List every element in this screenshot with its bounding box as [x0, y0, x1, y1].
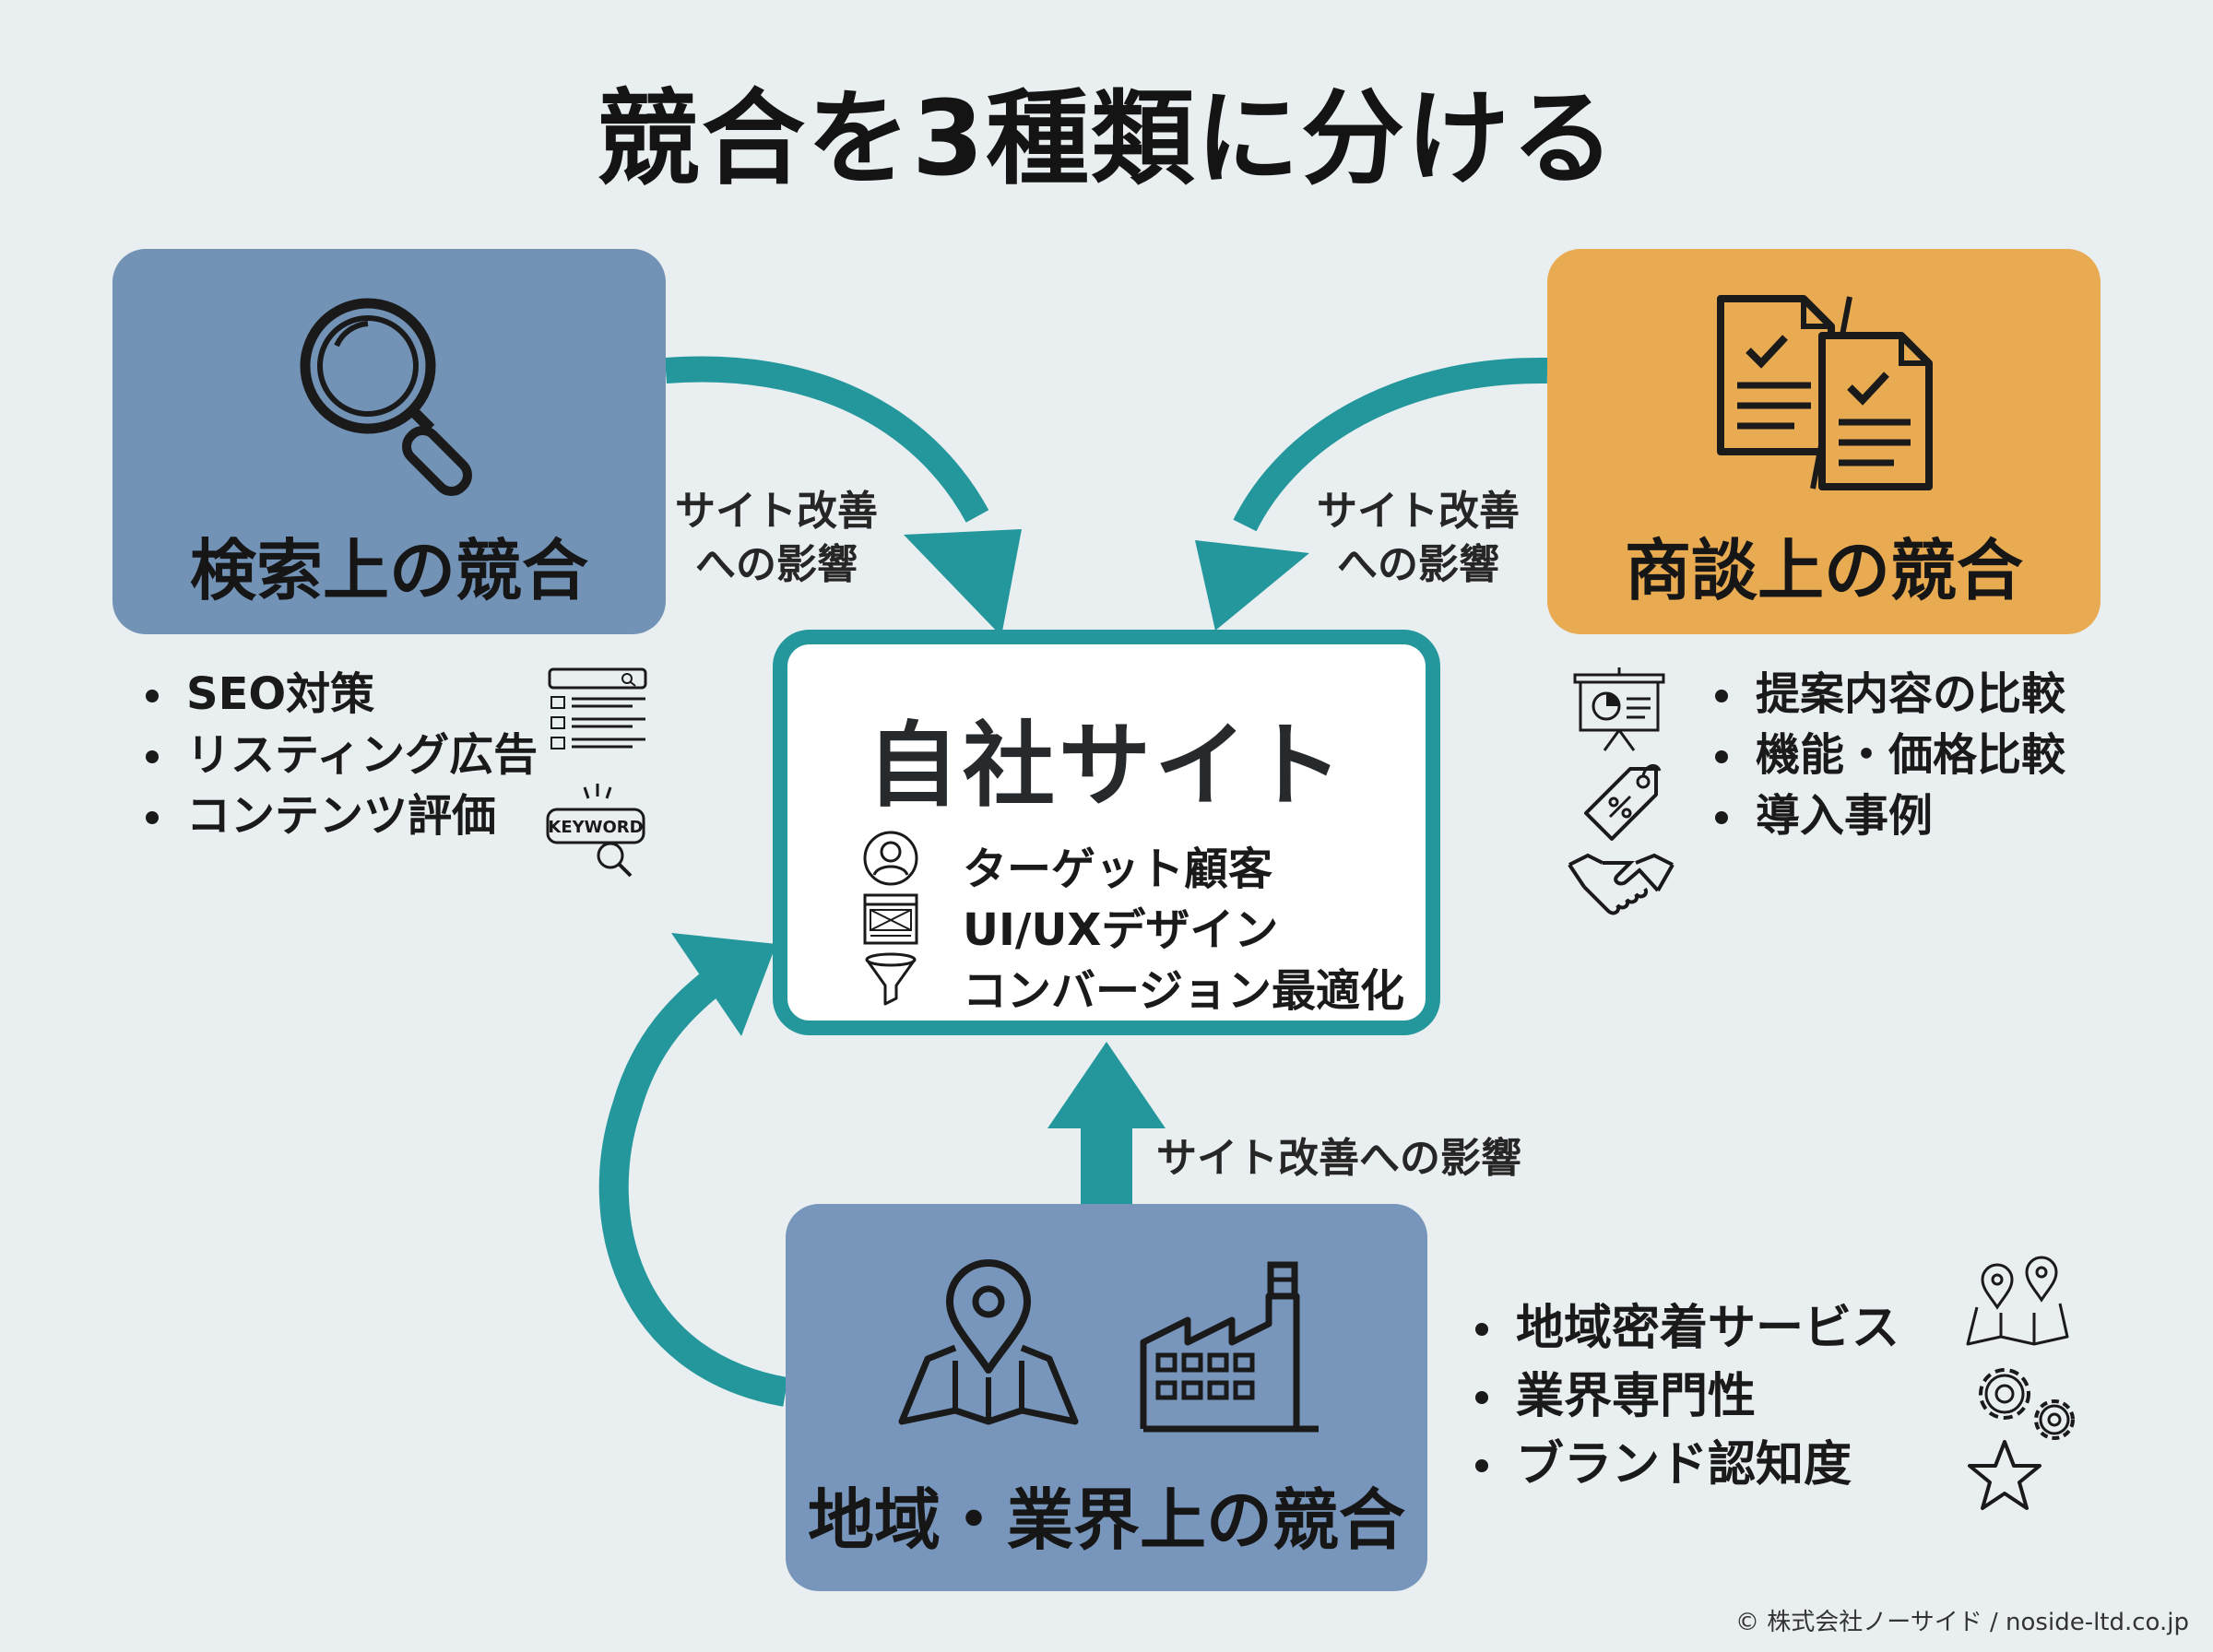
arrow-label-line: への影響	[1337, 541, 1499, 588]
own-site-item-conversion: コンバージョン最適化	[963, 965, 1405, 1017]
handshake-icon	[1568, 853, 1675, 915]
arrow-label-line: サイト改善	[675, 488, 878, 535]
local-competitor-box: 地域・業界上の競合	[786, 1204, 1427, 1591]
own-site-item-uiux: UI/UXデザイン	[963, 904, 1279, 956]
arrow-head-loop	[671, 933, 776, 1036]
arrow-label-line: への影響	[695, 541, 858, 588]
arrow-deal-to-center	[1233, 357, 1548, 532]
star-icon	[1968, 1440, 2041, 1510]
arrow-label-line: サイト改善	[1317, 488, 1520, 535]
copyright-footer: © 株式会社ノーサイド / noside-ltd.co.jp	[1735, 1609, 2189, 1636]
arrow-head-deal	[1195, 540, 1309, 631]
own-site-title: 自社サイト	[867, 712, 1346, 820]
list-item: 地域密着サービス	[1468, 1294, 1899, 1363]
arrow-label-deal: サイト改善 への影響	[1317, 485, 1520, 592]
documents-compare-icon	[1717, 295, 1933, 490]
arrow-search-to-center	[664, 356, 989, 523]
person-icon	[863, 831, 918, 886]
presentation-icon	[1573, 667, 1665, 751]
search-bullet-list: SEO対策 リスティング広告 コンテンツ評価	[138, 664, 538, 846]
list-item: 機能・価格比較	[1708, 725, 2065, 785]
layout-icon	[863, 893, 918, 945]
deal-bullet-list: 提案内容の比較 機能・価格比較 導入事例	[1708, 664, 2065, 846]
local-bullet-list: 地域密着サービス 業界専門性 ブランド認知度	[1468, 1294, 1899, 1499]
deal-competitor-label: 商談上の競合	[1624, 532, 2023, 609]
keyword-badge-text: KEYWORD	[548, 818, 643, 837]
magnifier-icon	[300, 298, 472, 496]
price-tag-icon	[1584, 763, 1662, 841]
arrow-head-local	[1047, 1042, 1166, 1128]
funnel-icon	[865, 952, 917, 1006]
list-item: コンテンツ評価	[138, 785, 538, 846]
keyword-search-icon: KEYWORD	[546, 784, 645, 878]
arrow-head-search	[904, 529, 1022, 636]
own-site-box: 自社サイト ターゲット顧客 UI/UXデザイン コンバージョン最適化	[773, 630, 1440, 1035]
search-competitor-label: 検索上の競合	[189, 532, 588, 609]
search-competitor-box: 検索上の競合	[112, 249, 666, 634]
list-item: 業界専門性	[1468, 1363, 1899, 1431]
page-title: 競合を3種類に分ける	[597, 79, 1616, 199]
list-item: 提案内容の比較	[1708, 664, 2065, 725]
list-item: リスティング広告	[138, 725, 538, 785]
arrow-label-search: サイト改善 への影響	[675, 485, 878, 592]
arrow-label-local: サイト改善への影響	[1156, 1135, 1521, 1182]
local-competitor-label: 地域・業界上の競合	[807, 1481, 1405, 1559]
list-item: SEO対策	[138, 664, 538, 725]
search-results-icon	[548, 667, 647, 749]
map-pin-icon	[898, 1259, 1079, 1425]
factory-icon	[1140, 1261, 1319, 1433]
arrow-local-stem	[1081, 1125, 1132, 1208]
gears-icon	[1979, 1368, 2075, 1440]
list-item: 導入事例	[1708, 785, 2065, 846]
list-item: ブランド認知度	[1468, 1431, 1899, 1499]
deal-competitor-box: 商談上の競合	[1547, 249, 2101, 634]
own-site-item-target: ターゲット顧客	[963, 844, 1273, 895]
map-icon	[1966, 1256, 2069, 1346]
arrow-local-loop	[598, 965, 788, 1407]
